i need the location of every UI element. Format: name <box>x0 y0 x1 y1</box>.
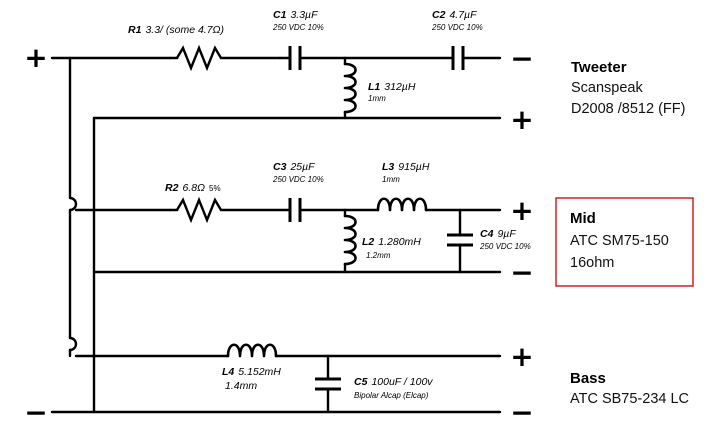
l1-label: L1 312µH <box>368 77 416 94</box>
c1-rating: 250 VDC 10% <box>272 23 324 32</box>
inductor-l3 <box>376 197 428 212</box>
l4-label: L4 5.152mH <box>222 362 281 379</box>
inductor-l1 <box>343 62 357 114</box>
l2-wire: 1.2mm <box>366 251 391 260</box>
mid-minus-terminal: − <box>510 256 533 289</box>
resistor-r1 <box>168 44 282 72</box>
c5-note: Bipolar Alcap (Elcap) <box>354 391 429 400</box>
bass-plus-terminal: + <box>510 340 533 373</box>
l4-wire: 1.4mm <box>225 380 257 392</box>
mid-plus-terminal: + <box>510 194 533 227</box>
c2-label: C2 4.7µF <box>432 5 477 22</box>
mid-label: Mid ATC SM75-150 16ohm <box>570 210 669 271</box>
tweeter-title: Tweeter <box>571 59 627 76</box>
bass-label: Bass ATC SB75-234 LC <box>570 370 689 407</box>
tweeter-model-2: D2008 /8512 (FF) <box>571 101 685 117</box>
tweeter-model-1: Scanspeak <box>571 80 643 96</box>
bass-minus-terminal: − <box>510 396 533 429</box>
c1-label: C1 3.3µF <box>273 5 318 22</box>
resistor-r2 <box>168 196 292 224</box>
c3-rating: 250 VDC 10% <box>272 175 324 184</box>
component-labels: R1 3.3/ (some 4.7Ω) C1 3.3µF 250 VDC 10%… <box>128 5 531 400</box>
mid-model: ATC SM75-150 <box>570 233 669 249</box>
bass-title: Bass <box>570 370 606 387</box>
c4-rating: 250 VDC 10% <box>479 242 531 251</box>
tweeter-plus-terminal: + <box>510 103 533 136</box>
bass-model: ATC SB75-234 LC <box>570 391 689 407</box>
bass-branch <box>74 343 502 414</box>
c5-label: C5 100uF / 100v <box>354 372 433 389</box>
tweeter-label: Tweeter Scanspeak D2008 /8512 (FF) <box>571 59 685 117</box>
mid-highlight-box <box>555 197 694 287</box>
l3-label: L3 915µH <box>382 157 430 174</box>
tweeter-minus-terminal: − <box>510 42 533 75</box>
inductor-l4 <box>226 343 278 358</box>
inductor-l2 <box>343 214 357 266</box>
input-wiring <box>50 56 502 414</box>
input-minus-terminal: − <box>24 396 47 429</box>
tweeter-branch <box>92 44 502 120</box>
mid-title: Mid <box>570 210 596 227</box>
c2-rating: 250 VDC 10% <box>431 23 483 32</box>
terminals: + − − + + − + − <box>24 41 533 429</box>
l3-wire: 1mm <box>382 175 400 184</box>
c3-label: C3 25µF <box>273 157 315 174</box>
r2-label: R2 6.8Ω 5% <box>165 178 221 195</box>
r1-label: R1 3.3/ (some 4.7Ω) <box>128 20 224 37</box>
c4-label: C4 9µF <box>480 224 516 241</box>
l1-wire: 1mm <box>368 94 386 103</box>
l2-label: L2 1.280mH <box>362 232 421 249</box>
input-plus-terminal: + <box>24 41 47 74</box>
mid-impedance: 16ohm <box>570 255 614 271</box>
mid-branch <box>74 196 502 274</box>
